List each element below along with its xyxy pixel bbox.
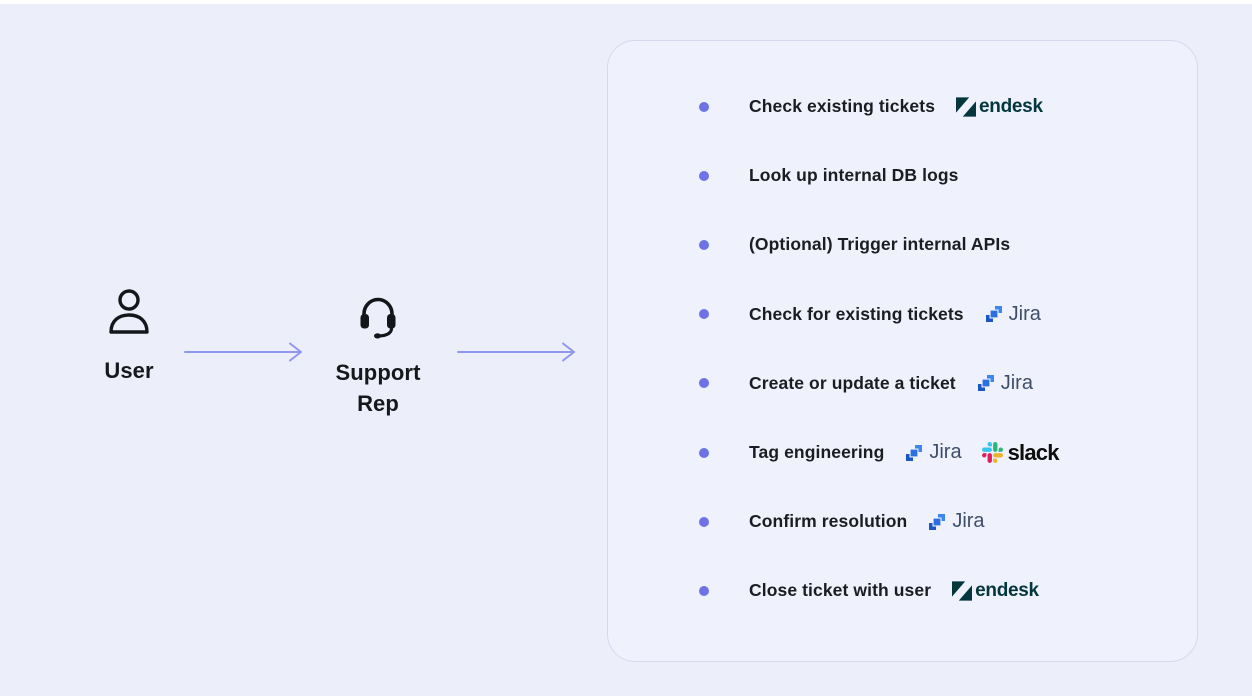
task-item: Confirm resolution Jira: [608, 487, 1197, 556]
actor-support-rep-label: Support Rep: [335, 360, 421, 416]
jira-logo: Jira: [976, 372, 1033, 395]
task-item: Look up internal DB logs: [608, 141, 1197, 210]
slack-wordmark: slack: [1007, 439, 1060, 465]
bullet-dot: [699, 170, 709, 181]
task-label: Close ticket with user: [749, 580, 932, 601]
zendesk-logo: endesk: [951, 580, 1039, 602]
task-label: Check existing tickets: [749, 96, 936, 117]
slack-logo: slack: [981, 439, 1060, 466]
actor-user-label: User: [104, 358, 154, 383]
bullet-dot: [699, 378, 709, 389]
flow-arrow-2: [456, 340, 578, 369]
jira-logo: Jira: [927, 510, 985, 533]
zendesk-wordmark: endesk: [979, 95, 1043, 117]
jira-wordmark: Jira: [929, 441, 962, 464]
jira-wordmark: Jira: [952, 510, 985, 533]
task-item: Create or update a ticket Jira: [608, 349, 1197, 418]
task-item: Close ticket with user endesk: [608, 556, 1197, 625]
zendesk-wordmark: endesk: [975, 579, 1039, 601]
jira-logo: Jira: [984, 303, 1041, 326]
bullet-dot: [699, 585, 709, 596]
person-icon: [63, 287, 195, 341]
task-item: Tag engineering Jira slack: [608, 418, 1197, 487]
task-label: Create or update a ticket: [749, 372, 956, 393]
bullet-dot: [699, 101, 709, 112]
jira-wordmark: Jira: [1000, 371, 1033, 394]
bullet-dot: [699, 447, 709, 458]
flow-arrow-1: [183, 340, 305, 369]
jira-wordmark: Jira: [1008, 302, 1041, 325]
task-item: Check existing tickets endesk: [608, 72, 1197, 141]
bullet-dot: [699, 516, 709, 527]
task-label: Confirm resolution: [749, 511, 908, 532]
task-label: Check for existing tickets: [749, 303, 964, 324]
task-label: Look up internal DB logs: [749, 165, 959, 186]
task-item: Check for existing tickets Jira: [608, 280, 1197, 349]
task-label: (Optional) Trigger internal APIs: [749, 234, 1011, 255]
task-item: (Optional) Trigger internal APIs: [608, 210, 1197, 279]
bullet-dot: [699, 239, 709, 250]
top-edge-strip: [0, 0, 1252, 4]
task-label: Tag engineering: [749, 442, 885, 463]
actor-support-rep: Support Rep: [312, 289, 444, 419]
jira-logo: Jira: [904, 441, 962, 464]
actor-user: User: [63, 287, 195, 386]
zendesk-logo: endesk: [955, 96, 1043, 118]
headset-icon: [312, 289, 444, 343]
bullet-dot: [699, 309, 709, 320]
